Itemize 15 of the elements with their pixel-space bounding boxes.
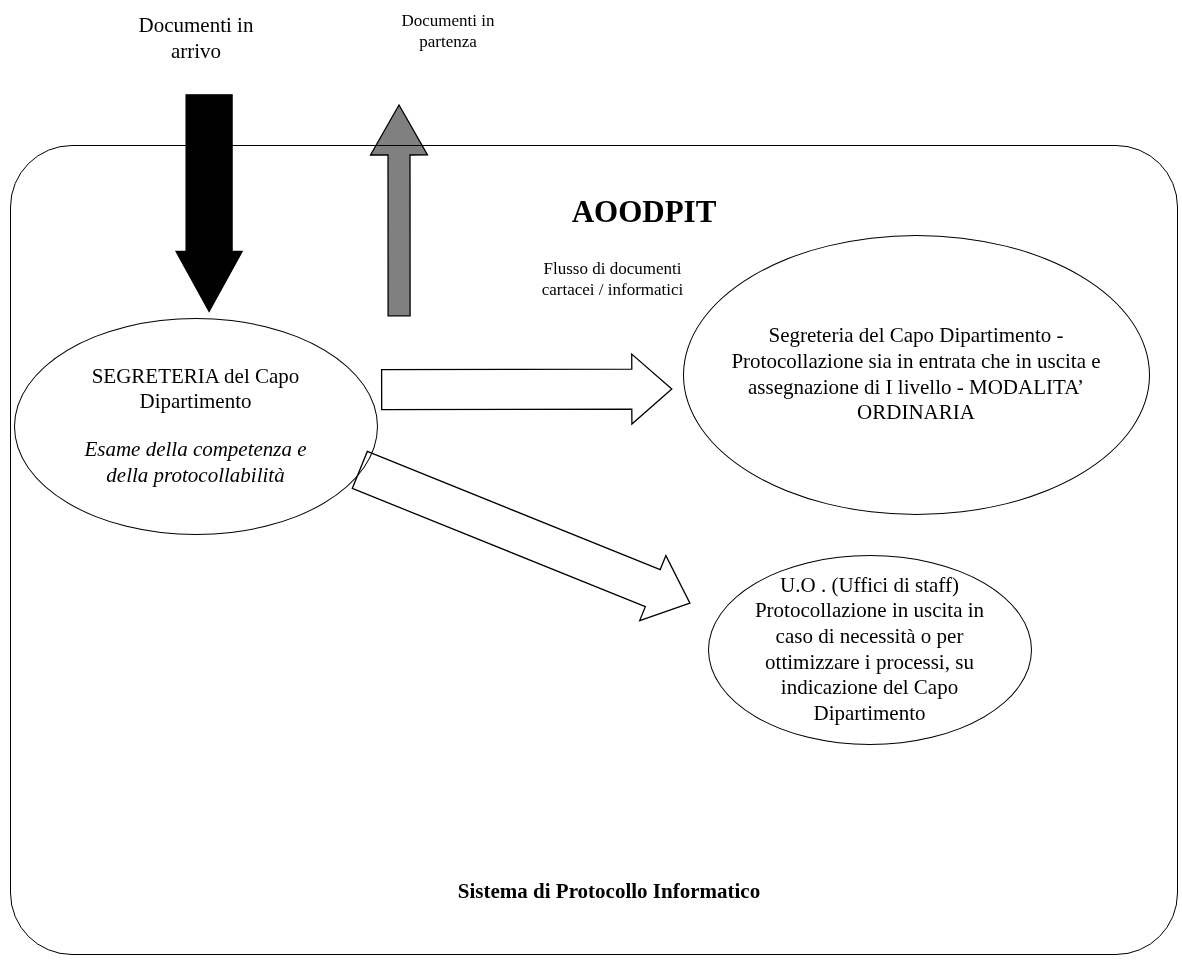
block-arrow xyxy=(351,450,691,622)
ellipse-node xyxy=(13,317,378,535)
frame-footer: Sistema di Protocollo Informatico xyxy=(457,879,761,904)
ellipse-label: Segreteria del Capo Dipartimento - Protocollazione sia in entrata che in uscita e assegnazione di I livello - MODALITA’ ORDINARIA xyxy=(730,323,1102,426)
flow-label: Flusso di documenti cartacei / informatici xyxy=(540,258,685,301)
rounded-frame xyxy=(10,145,1178,955)
block-arrow xyxy=(380,352,673,426)
frame-title: AOODPIT xyxy=(571,194,717,230)
ellipse-note: Esame della competenza e della protocollabilità xyxy=(83,437,308,489)
block-arrow xyxy=(369,103,429,317)
ellipse-label: U.O . (Uffici di staff) Protocollazione in uscita in caso di necessità o per ottimizzare i processi, su indicazione del Capo Dipartimento xyxy=(753,572,986,727)
caption-text: Documenti in arrivo xyxy=(137,13,255,65)
ellipse-label: SEGRETERIA del Capo Dipartimento xyxy=(90,363,301,415)
block-arrow xyxy=(175,94,244,313)
caption-text: Documenti in partenza xyxy=(400,11,496,53)
